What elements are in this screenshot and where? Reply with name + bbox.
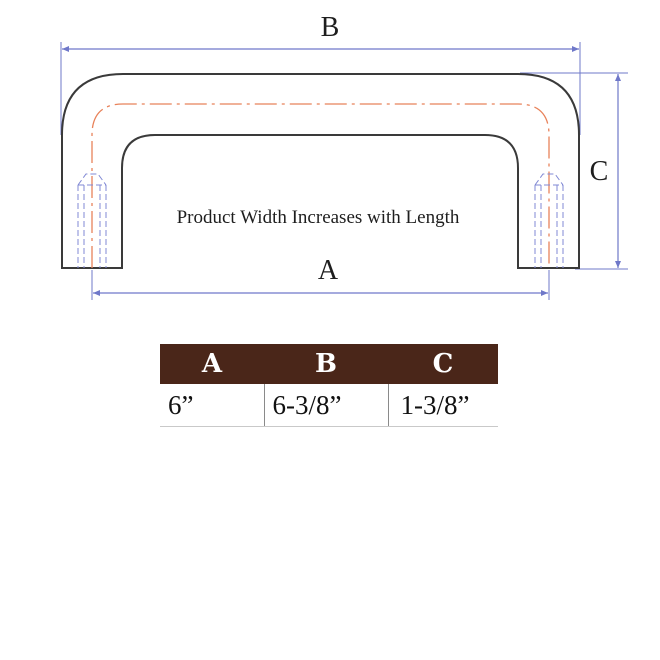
dimension-b-label: B — [321, 12, 340, 43]
handle-outline — [61, 73, 580, 269]
handle-dimension-diagram: B C A Product Width Increases with Leng — [60, 12, 628, 300]
dimension-a: A — [91, 255, 550, 300]
dimension-table: A B C 6” 6-3/8” 1-3/8” — [160, 344, 498, 427]
table-header-a: A — [160, 344, 264, 384]
left-threaded-hole — [77, 173, 107, 268]
table-header-b: B — [264, 344, 388, 384]
table-cell-c: 1-3/8” — [387, 384, 498, 427]
table-cell-b: 6-3/8” — [263, 384, 388, 427]
width-note: Product Width Increases with Length — [177, 207, 460, 228]
table-header-c: C — [388, 344, 498, 384]
table-row: 6” 6-3/8” 1-3/8” — [160, 384, 498, 427]
dimension-b: B — [60, 12, 581, 135]
right-threaded-hole — [534, 173, 564, 268]
centerline — [91, 103, 550, 268]
dimension-a-label: A — [318, 255, 339, 286]
table-header-row: A B C — [160, 344, 498, 384]
dimension-c: C — [520, 72, 628, 270]
table-cell-a: 6” — [160, 384, 264, 427]
dimension-c-label: C — [590, 156, 609, 187]
